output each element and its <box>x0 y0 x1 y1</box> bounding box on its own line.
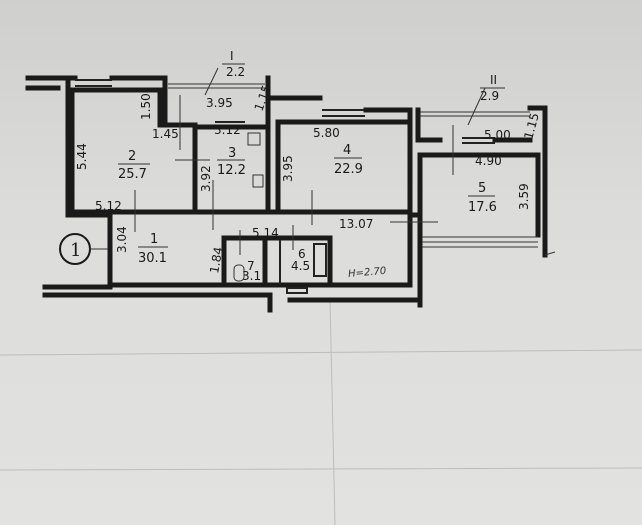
sink-icon <box>252 174 264 188</box>
dim-184: 1.84 <box>207 246 225 275</box>
dim-145: 1.45 <box>152 127 179 141</box>
dim-312: 3.12 <box>214 123 241 137</box>
dim-115b: 1.15 <box>521 111 541 140</box>
paper-fold <box>329 299 336 525</box>
radiator-icon <box>286 287 308 294</box>
dimension-labels: 5.44 1.50 1.45 3.95 1.15 3.12 3.92 3.95 … <box>75 83 542 274</box>
room-4-area: 22.9 <box>334 162 363 177</box>
room-4-number: 4 <box>343 143 351 158</box>
balcony-1-area: 2.2 <box>226 65 245 79</box>
room-1-number: 1 <box>150 232 158 247</box>
room-5-area: 17.6 <box>468 200 497 215</box>
door-marks <box>134 67 486 255</box>
dim-580: 5.80 <box>313 126 340 140</box>
room-7-number: 7 <box>247 259 255 273</box>
room-6-area: 4.5 <box>291 259 310 273</box>
room-1-area: 30.1 <box>138 251 167 266</box>
room-3-number: 3 <box>228 146 236 161</box>
room-6-number: 6 <box>298 247 306 261</box>
paper-fold <box>0 467 642 471</box>
dim-359: 3.59 <box>517 183 531 210</box>
room-3-area: 12.2 <box>217 163 246 178</box>
paper-fold <box>0 349 642 356</box>
room-2-number: 2 <box>128 149 136 164</box>
section-marker: 1 <box>59 233 108 265</box>
dim-304: 3.04 <box>115 226 129 253</box>
dim-395a: 3.95 <box>206 96 233 110</box>
dim-1307: 13.07 <box>339 217 373 231</box>
ceiling-height-note: H=2.70 <box>348 266 387 280</box>
fixtures <box>233 132 264 282</box>
walls <box>25 75 556 313</box>
dim-544: 5.44 <box>75 143 89 170</box>
dim-490: 4.90 <box>475 154 502 168</box>
room-2-area: 25.7 <box>118 167 147 182</box>
dim-512: 5.12 <box>95 199 122 213</box>
stove-icon <box>247 132 261 146</box>
room-labels: 2 25.7 3 12.2 4 22.9 5 17.6 1 30.1 6 4.5… <box>118 49 505 283</box>
room-7-area: 3.1 <box>242 269 261 283</box>
dim-395b: 3.95 <box>281 155 295 182</box>
balcony-2-number: II <box>490 73 497 87</box>
room-5-number: 5 <box>478 181 486 196</box>
dim-514: 5.14 <box>252 226 279 240</box>
marker-number: 1 <box>70 240 81 261</box>
balcony-1-number: I <box>230 49 234 63</box>
dim-150: 1.50 <box>139 93 153 120</box>
dim-392: 3.92 <box>199 165 213 192</box>
toilet-icon <box>233 264 245 282</box>
dim-500: 5.00 <box>484 128 511 142</box>
balcony-2-area: 2.9 <box>480 89 499 103</box>
